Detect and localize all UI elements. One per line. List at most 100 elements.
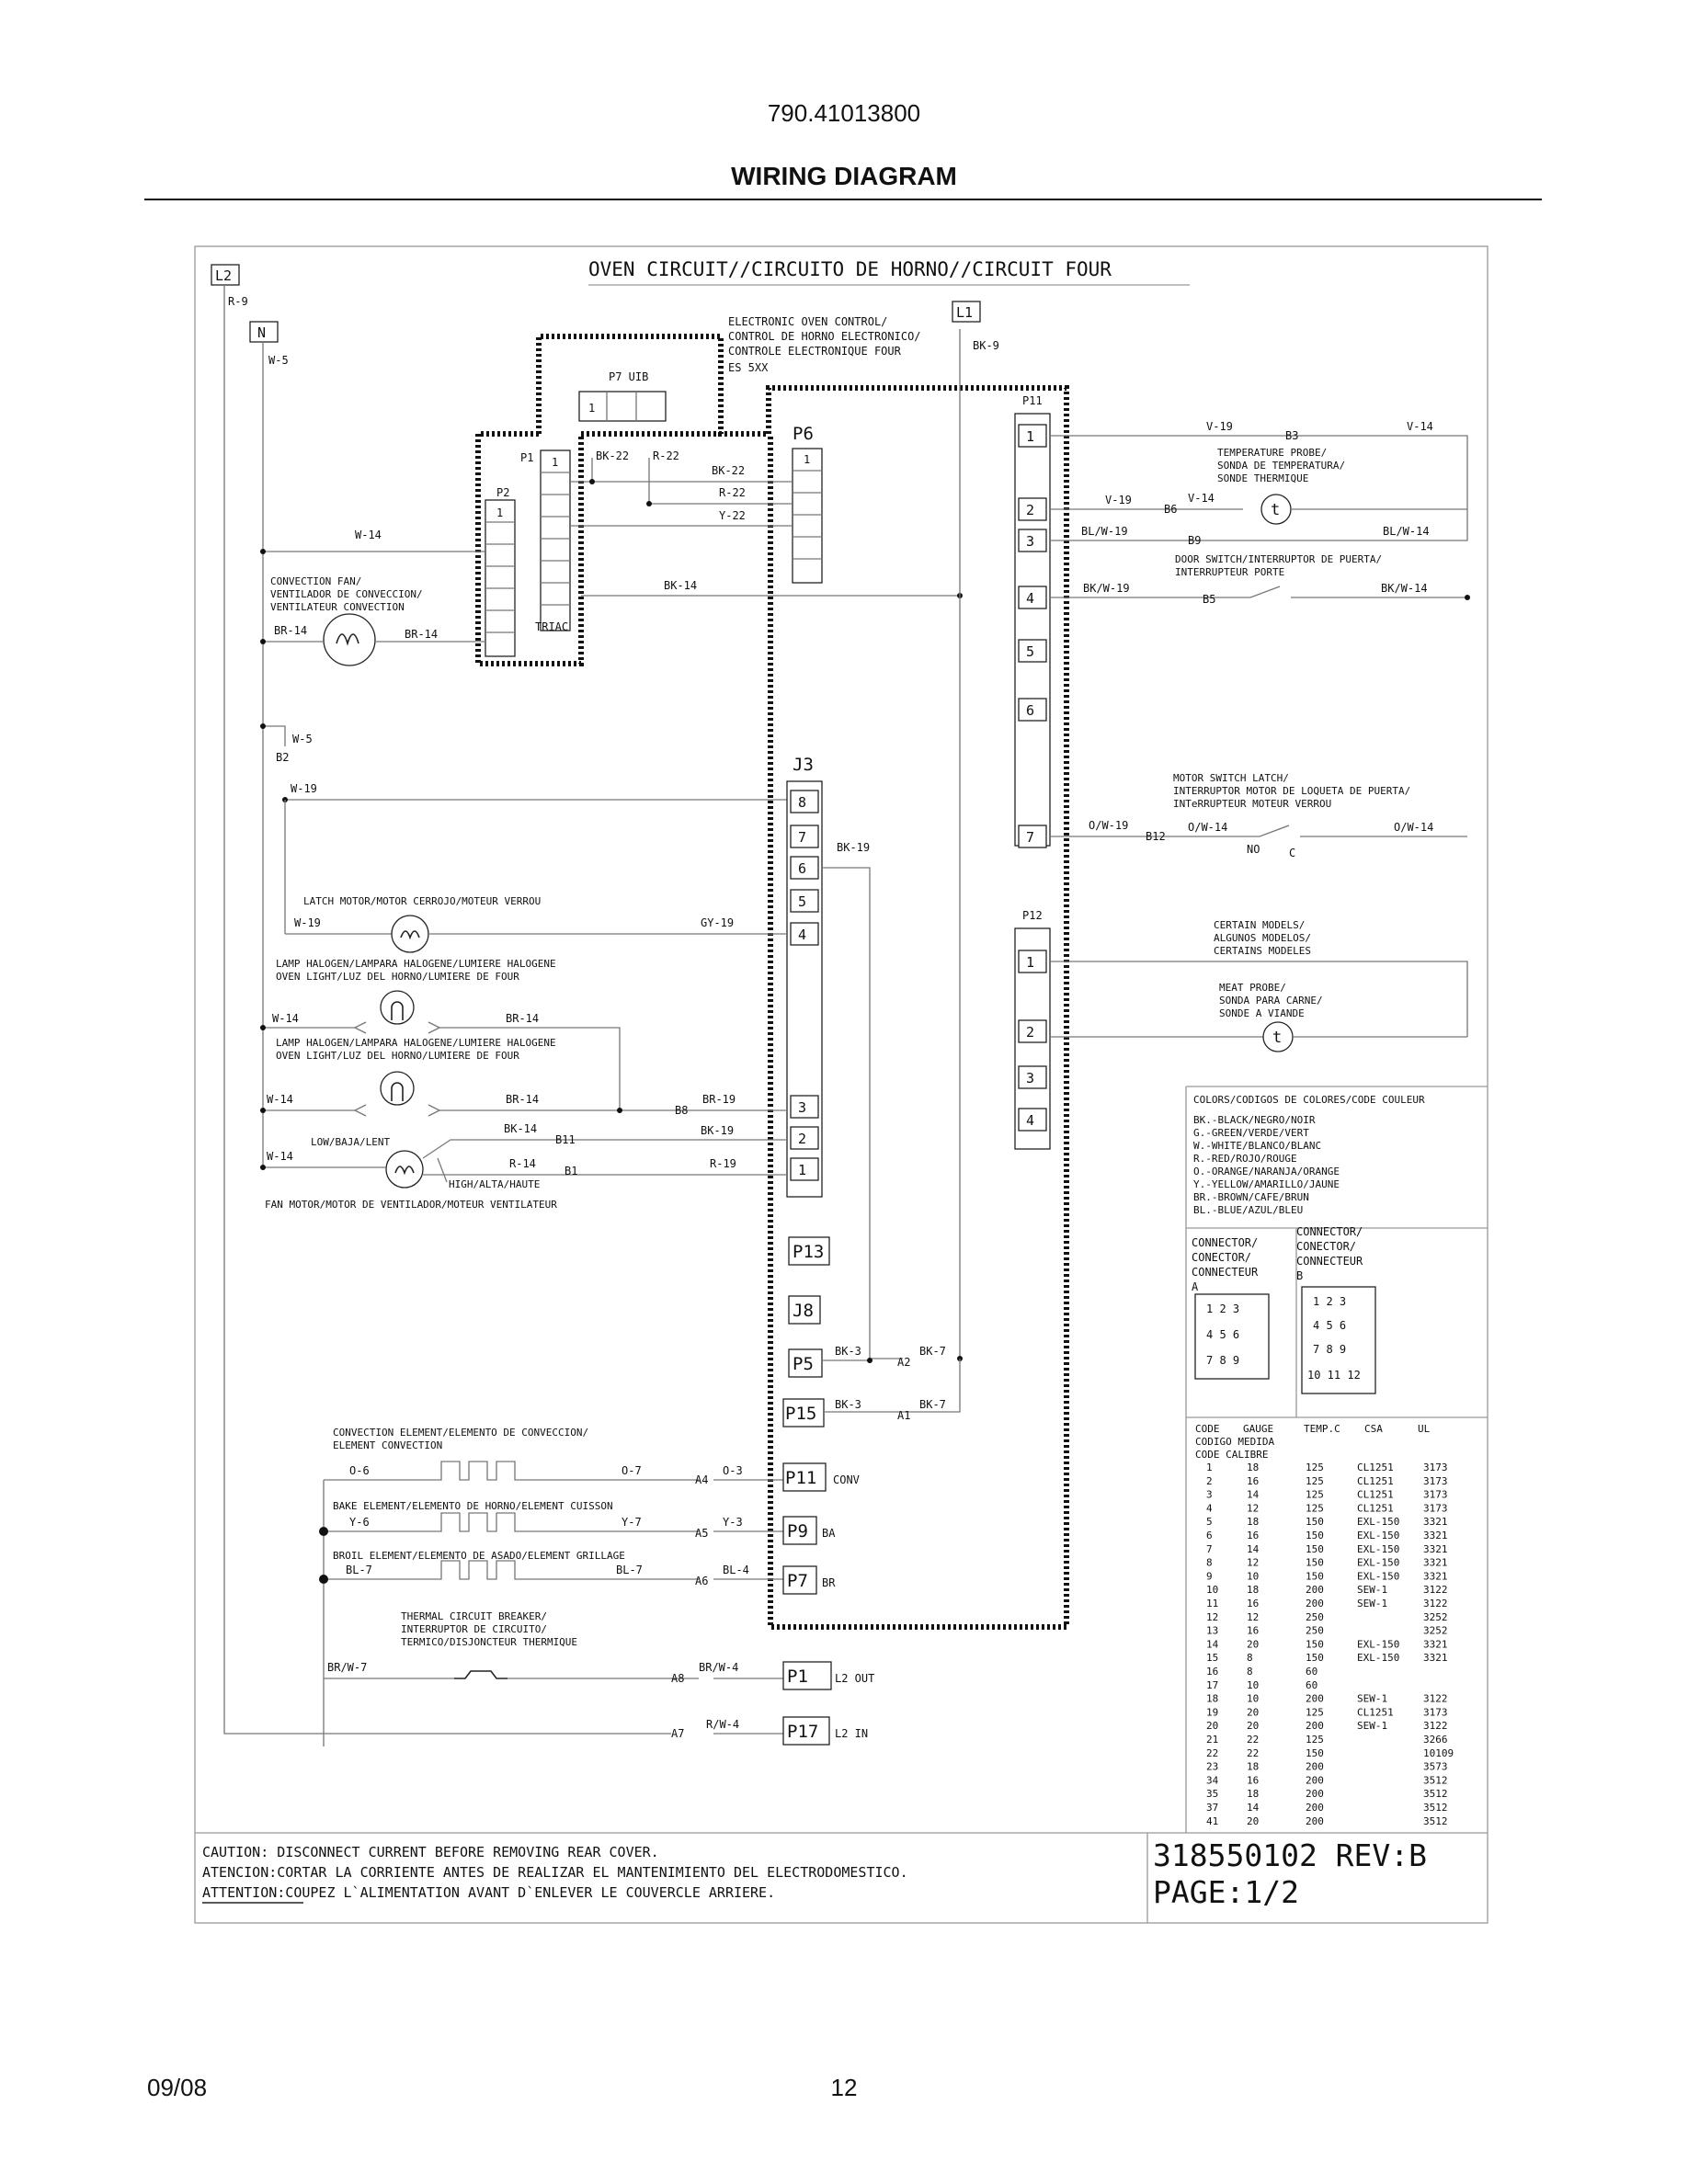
p7-connector bbox=[782, 1565, 817, 1595]
wire-ow14-label-2: O/W-14 bbox=[1394, 821, 1433, 834]
svg-text:2: 2 bbox=[1026, 502, 1034, 518]
thermal-label-3: TERMICO/DISJONCTEUR THERMIQUE bbox=[401, 1636, 577, 1648]
gauge-table-cell: 18 bbox=[1247, 1462, 1259, 1473]
gauge-table-cell: 150 bbox=[1306, 1516, 1324, 1528]
gauge-table-cell: 3252 bbox=[1423, 1625, 1448, 1637]
gauge-table-cell: 8 bbox=[1206, 1557, 1213, 1569]
svg-text:1: 1 bbox=[1026, 954, 1034, 971]
wire-w14-label-lamp1: W-14 bbox=[272, 1012, 299, 1025]
header-divider bbox=[144, 199, 1542, 200]
fan-motor-label: FAN MOTOR/MOTOR DE VENTILADOR/MOTEUR VEN… bbox=[265, 1199, 557, 1211]
gauge-subheader-1: CODIGO MEDIDA bbox=[1195, 1436, 1274, 1448]
oven-light-1 bbox=[380, 990, 415, 1025]
wire-w19-label-latch: W-19 bbox=[294, 916, 321, 929]
node-a6-label: A6 bbox=[695, 1575, 708, 1587]
gauge-table-cell: EXL-150 bbox=[1357, 1638, 1399, 1650]
control-label-1: ELECTRONIC OVEN CONTROL/ bbox=[728, 315, 887, 328]
gauge-table-cell: 18 bbox=[1206, 1693, 1218, 1705]
p17-connector bbox=[782, 1716, 830, 1746]
gauge-table-cell: 3321 bbox=[1423, 1516, 1448, 1528]
node-b9-label: B9 bbox=[1188, 534, 1201, 547]
svg-text:4 5 6: 4 5 6 bbox=[1206, 1328, 1239, 1341]
gauge-table-cell: 4 bbox=[1206, 1502, 1213, 1514]
part-number: 318550102 REV:B bbox=[1153, 1837, 1427, 1873]
terminal-l2 bbox=[211, 264, 240, 286]
lamp1-label-1: LAMP HALOGEN/LAMPARA HALOGENE/LUMIERE HA… bbox=[276, 958, 556, 970]
broil-element-label: BROIL ELEMENT/ELEMENTO DE ASADO/ELEMENT … bbox=[333, 1550, 625, 1562]
gauge-table-cell: CL1251 bbox=[1357, 1706, 1394, 1718]
gauge-table-cell: 3122 bbox=[1423, 1693, 1448, 1705]
wire-y7-label: Y-7 bbox=[622, 1516, 642, 1529]
gauge-table-cell: 16 bbox=[1247, 1530, 1259, 1541]
color-legend-item: W.-WHITE/BLANCO/BLANC bbox=[1193, 1140, 1321, 1152]
gauge-table-cell: 125 bbox=[1306, 1706, 1324, 1718]
control-label-4: ES 5XX bbox=[728, 361, 769, 374]
gauge-table-cell: 60 bbox=[1306, 1666, 1317, 1678]
wire-bk22-label-2: BK-22 bbox=[712, 464, 745, 477]
gauge-table-cell: 15 bbox=[1206, 1652, 1218, 1664]
node-b8-label: B8 bbox=[675, 1104, 688, 1117]
gauge-table-cell: 3173 bbox=[1423, 1706, 1448, 1718]
wire-blw14-label: BL/W-14 bbox=[1383, 525, 1430, 538]
node-b3-label: B3 bbox=[1285, 429, 1298, 442]
svg-text:6: 6 bbox=[798, 860, 806, 877]
wire-bk14-label: BK-14 bbox=[664, 579, 697, 592]
footer-page-number: 12 bbox=[830, 2074, 858, 2101]
terminal-l1-label: L1 bbox=[956, 304, 973, 321]
broil-output-label: BR bbox=[822, 1576, 836, 1589]
p9-connector bbox=[782, 1516, 817, 1545]
gauge-table-cell: EXL-150 bbox=[1357, 1516, 1399, 1528]
lamp2-label-1: LAMP HALOGEN/LAMPARA HALOGENE/LUMIERE HA… bbox=[276, 1037, 556, 1049]
wire-r14-label: R-14 bbox=[509, 1157, 536, 1170]
wire-br14-label-lamp2: BR-14 bbox=[506, 1093, 539, 1106]
wire-br14-label-fan: BR-14 bbox=[274, 624, 307, 637]
conn-a-title-2: CONECTOR/ bbox=[1192, 1251, 1251, 1264]
meat-probe-label-3: SONDE A VIANDE bbox=[1219, 1007, 1305, 1019]
wire-o7-label: O-7 bbox=[622, 1464, 642, 1477]
gauge-table-cell: 200 bbox=[1306, 1788, 1324, 1800]
door-switch bbox=[1050, 586, 1281, 598]
fan-low-label: LOW/BAJA/LENT bbox=[311, 1136, 390, 1148]
p9-label: P9 bbox=[787, 1521, 808, 1541]
color-legend-item: G.-GREEN/VERDE/VERT bbox=[1193, 1127, 1309, 1139]
thermal-label-1: THERMAL CIRCUIT BREAKER/ bbox=[401, 1610, 547, 1622]
svg-text:1: 1 bbox=[798, 1162, 806, 1178]
color-legend-item: BL.-BLUE/AZUL/BLEU bbox=[1193, 1204, 1303, 1216]
switch-no-label: NO bbox=[1247, 843, 1260, 856]
gauge-table-cell: 3173 bbox=[1423, 1475, 1448, 1487]
gauge-table-cell: 18 bbox=[1247, 1584, 1259, 1596]
svg-text:7: 7 bbox=[798, 829, 806, 846]
meat-probe-label-2: SONDA PARA CARNE/ bbox=[1219, 995, 1323, 1007]
j3-label: J3 bbox=[793, 755, 814, 775]
gauge-table-cell: CL1251 bbox=[1357, 1502, 1394, 1514]
connector-a-diagram bbox=[1194, 1293, 1270, 1380]
color-legend-item: BK.-BLACK/NEGRO/NOIR bbox=[1193, 1114, 1316, 1126]
p13-connector bbox=[788, 1236, 830, 1266]
bake-element bbox=[324, 1512, 699, 1532]
temp-probe-label-1: TEMPERATURE PROBE/ bbox=[1217, 447, 1327, 459]
svg-text:1: 1 bbox=[804, 453, 810, 466]
svg-text:10 11 12: 10 11 12 bbox=[1307, 1369, 1361, 1382]
svg-text:7 8 9: 7 8 9 bbox=[1313, 1343, 1346, 1356]
node-a1-label: A1 bbox=[897, 1409, 910, 1422]
wire-y6-label: Y-6 bbox=[349, 1516, 370, 1529]
control-boundary-triac bbox=[475, 431, 721, 666]
gauge-table-cell: 14 bbox=[1206, 1638, 1219, 1650]
gauge-table-cell: 12 bbox=[1247, 1502, 1259, 1514]
node-b6-label: B6 bbox=[1164, 503, 1177, 516]
gauge-table-cell: 3573 bbox=[1423, 1761, 1448, 1773]
svg-text:6: 6 bbox=[1026, 702, 1034, 719]
bake-output-label: BA bbox=[822, 1527, 836, 1540]
triac-label: TRIAC bbox=[535, 620, 568, 633]
gauge-table-cell: SEW-1 bbox=[1357, 1693, 1387, 1705]
bake-element-label: BAKE ELEMENT/ELEMENTO DE HORNO/ELEMENT C… bbox=[333, 1500, 613, 1512]
gauge-table-cell: 200 bbox=[1306, 1802, 1324, 1814]
meat-probe-symbol: t bbox=[1272, 1029, 1282, 1047]
circuit-title: OVEN CIRCUIT//CIRCUITO DE HORNO//CIRCUIT… bbox=[588, 258, 1112, 280]
p11-conv-label: P11 bbox=[785, 1468, 816, 1488]
gauge-table-cell: 3266 bbox=[1423, 1734, 1448, 1746]
gauge-table-cell: 250 bbox=[1306, 1625, 1324, 1637]
gauge-table-cell: 3321 bbox=[1423, 1557, 1448, 1569]
gauge-table-cell: 3122 bbox=[1423, 1720, 1448, 1732]
